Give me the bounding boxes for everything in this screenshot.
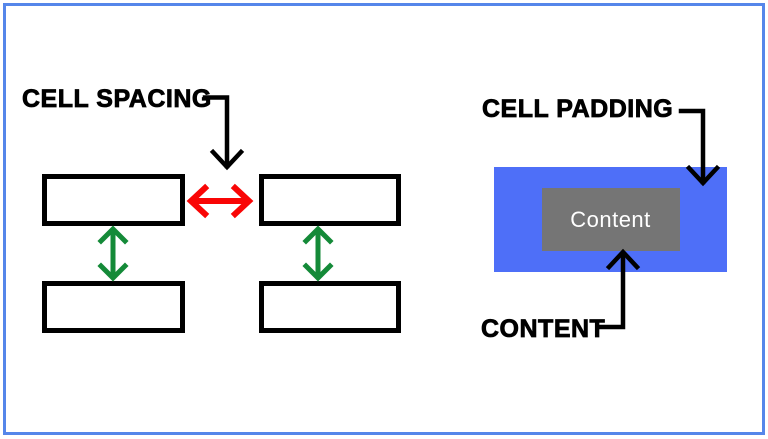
horizontal-spacing-arrow-icon (186, 183, 254, 219)
vertical-spacing-arrow-right-icon (302, 225, 334, 282)
arrowhead-up (97, 225, 129, 245)
arrowhead-down (97, 262, 129, 282)
arrowhead-left (186, 183, 210, 219)
content-box-text: Content (570, 206, 651, 232)
vertical-spacing-arrow-left-icon (97, 225, 129, 282)
table-cell-bottom-right (259, 281, 401, 333)
arrowhead-down (209, 148, 245, 171)
padded-cell: Content (494, 167, 727, 272)
arrowhead-right (230, 183, 254, 219)
table-cell-bottom-left (42, 281, 185, 333)
table-cell-top-left (42, 174, 185, 226)
content-caption-label: CONTENT (481, 315, 606, 343)
arrowhead-down (302, 262, 334, 282)
arrowhead-up (302, 225, 334, 245)
content-box: Content (541, 188, 680, 251)
table-cell-top-right (259, 174, 401, 226)
cell-padding-label: CELL PADDING (482, 95, 674, 123)
cell-spacing-label: CELL SPACING (22, 85, 212, 113)
